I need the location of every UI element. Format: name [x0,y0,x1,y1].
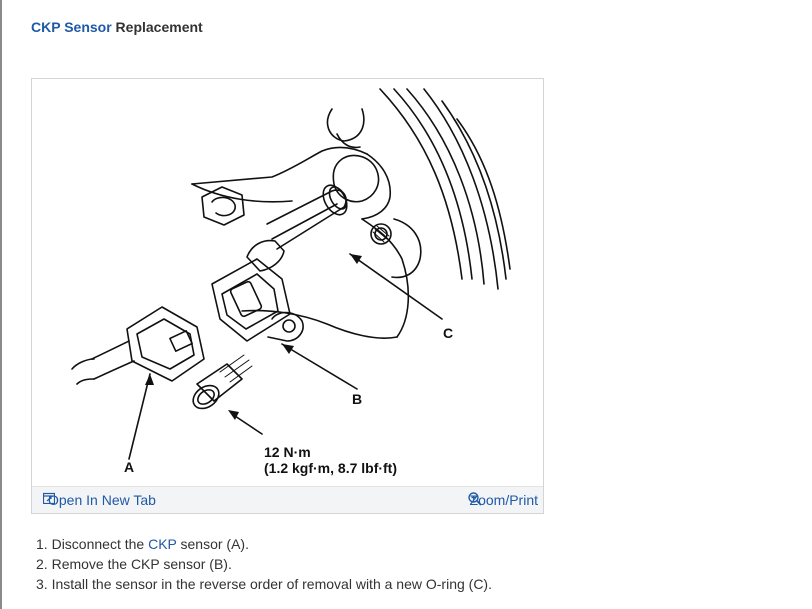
step-number: 2. [36,556,52,572]
step-link-ckp[interactable]: CKP [148,536,177,552]
title-link-ckp-sensor[interactable]: CKP Sensor [31,19,112,35]
step-2: 2. Remove the CKP sensor (B). [36,554,492,574]
step-1: 1. Disconnect the CKP sensor (A). [36,534,492,554]
step-number: 3. [36,576,52,592]
figure-toolbar: Open In New Tab Zoom/Print [32,486,543,513]
page-title: CKP Sensor Replacement [31,19,203,35]
step-text: Remove the CKP sensor (B). [51,556,232,572]
title-rest: Replacement [111,19,203,35]
open-in-new-tab-label: Open In New Tab [48,492,156,508]
label-c: C [443,325,453,341]
step-number: 1. [36,536,52,552]
zoom-print-link[interactable]: Zoom/Print [467,492,538,508]
open-in-new-tab-link[interactable]: Open In New Tab [43,492,156,508]
instruction-steps: 1. Disconnect the CKP sensor (A). 2. Rem… [36,534,492,594]
page-left-border [0,0,2,609]
step-text: Install the sensor in the reverse order … [51,576,492,592]
torque-spec-line-2: (1.2 kgf·m, 8.7 lbf·ft) [264,460,397,476]
label-b: B [352,391,362,407]
step-text-end: sensor (A). [176,536,249,552]
torque-spec-line-1: 12 N·m [264,444,311,460]
ckp-sensor-diagram: A B C 12 N·m (1.2 kgf·m, 8.7 lbf·ft) [71,88,511,476]
figure-container: A B C 12 N·m (1.2 kgf·m, 8.7 lbf·ft) Ope… [31,78,544,514]
label-a: A [124,459,134,475]
zoom-print-label: Zoom/Print [469,492,538,508]
step-text: Disconnect the [51,536,149,552]
step-3: 3. Install the sensor in the reverse ord… [36,574,492,594]
